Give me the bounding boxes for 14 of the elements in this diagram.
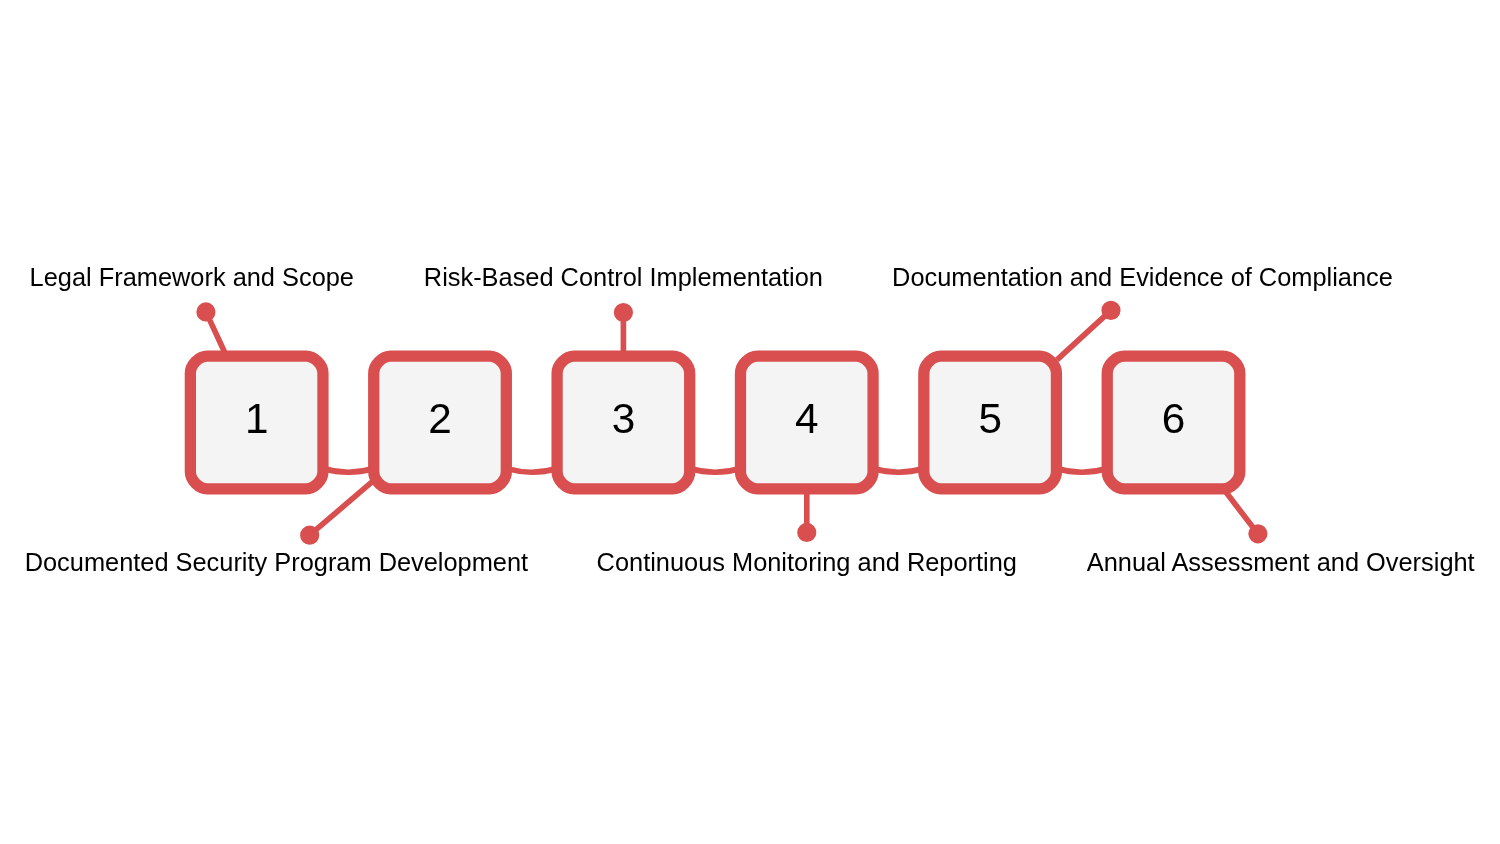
node-box: 5 [918, 350, 1063, 494]
node-box: 2 [368, 350, 512, 494]
connector [1055, 300, 1121, 362]
node-text: Documented Security Program Development [24, 547, 529, 576]
node-box: 6 [1101, 350, 1246, 494]
node-text: Documentation and Evidence of Compliance [892, 262, 1393, 291]
node-text: Annual Assessment and Oversight [1086, 547, 1475, 576]
node-box: 3 [551, 350, 696, 494]
node-text: Legal Framework and Scope [29, 262, 354, 291]
connector [300, 478, 376, 545]
node-box: 4 [734, 350, 879, 494]
node-text: Risk-Based Control Implementation [423, 262, 823, 291]
node-box: 1 [184, 350, 329, 494]
node-text: Continuous Monitoring and Reporting [596, 547, 1017, 576]
